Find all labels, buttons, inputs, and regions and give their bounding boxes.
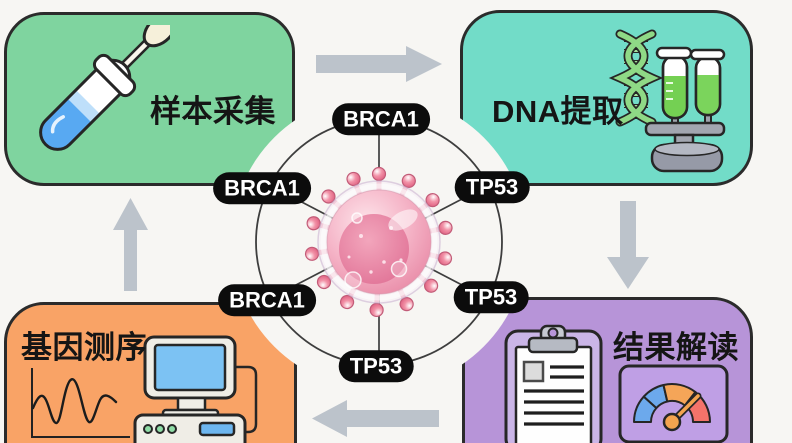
test-tube-stand [644,46,726,173]
step-title-sample-collection: 样本采集 [150,94,276,129]
gene-label-top: BRCA1 [332,103,430,135]
arrow-up-icon [113,198,148,291]
gauge-icon [618,364,729,443]
dna-helix-test-tubes-icon [608,29,726,173]
step-title-gene-sequencing: 基因测序 [21,330,147,365]
clipboard-icon [504,324,603,443]
step-title-dna-extraction: DNA提取 [492,94,624,129]
computer-icon [133,335,258,443]
virus-cell-illustration [305,168,454,317]
gene-label-upper-right: TP53 [454,171,530,203]
gene-label-lower-right: TP53 [453,281,529,313]
swab-test-tube-icon [33,25,170,157]
gene-label-upper-left: BRCA1 [213,172,311,204]
waveform-icon [31,368,130,438]
arrow-left-icon [312,400,439,437]
dna-helix [608,29,664,127]
arrow-down-icon [607,201,649,289]
step-title-result-interpretation: 结果解读 [613,330,739,365]
gene-label-bottom: TP53 [338,350,414,382]
gene-label-lower-left: BRCA1 [218,284,316,316]
arrow-right-icon [316,46,442,82]
